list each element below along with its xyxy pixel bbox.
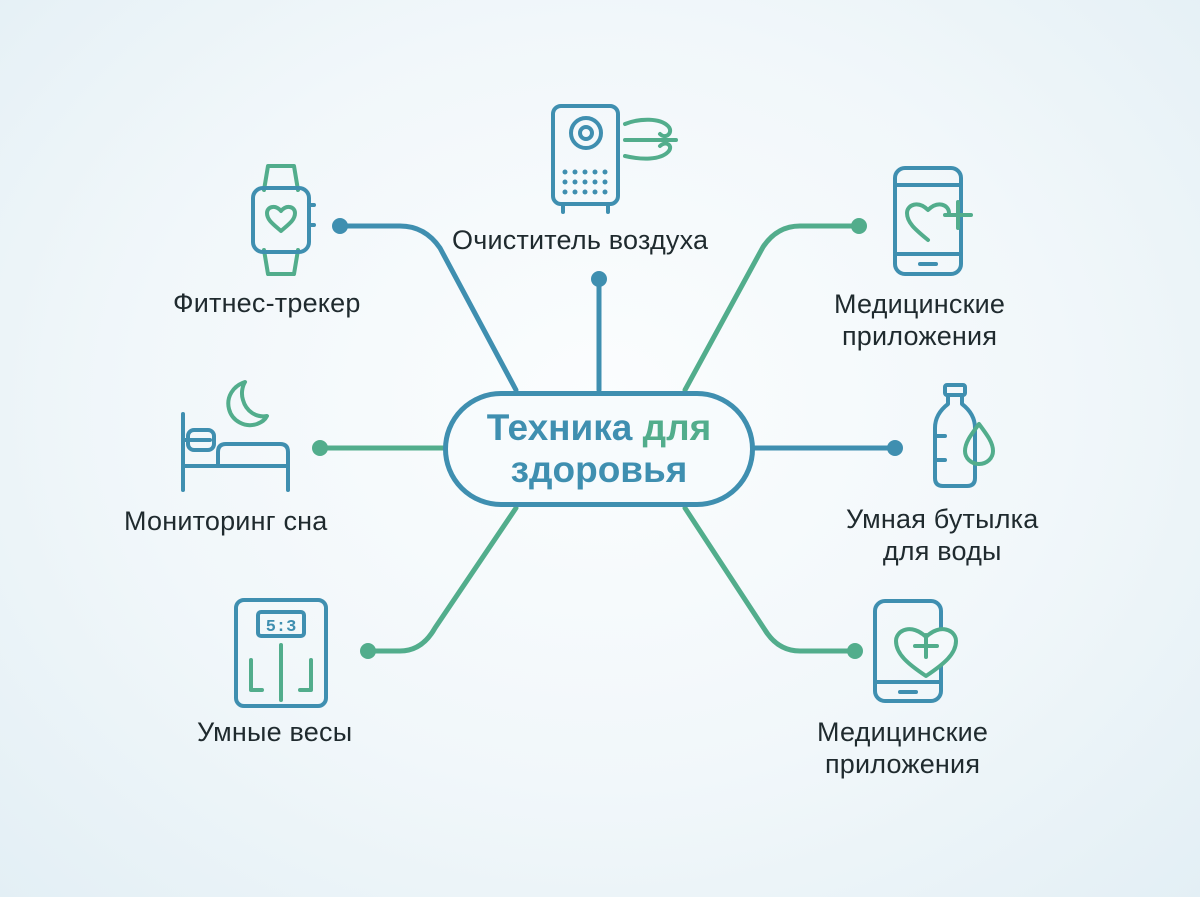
label-sleep-monitoring: Мониторинг сна [124, 506, 328, 536]
label-medical-apps-bottom: Медицинские приложения [817, 717, 989, 779]
connector-dot-sleep [312, 440, 328, 456]
air-purifier-icon [551, 104, 678, 214]
connector-dot-medical-top [851, 218, 867, 234]
phone-heart-cross-icon [873, 599, 958, 703]
bed-moon-icon [181, 380, 290, 492]
connector-medical-apps-top [682, 223, 862, 393]
connector-scales [365, 505, 519, 654]
scale-display-readout: 5:3 [266, 618, 297, 637]
smartwatch-heart-icon [251, 164, 316, 276]
smart-scale-icon [234, 598, 328, 708]
center-title-word-1: Техника [486, 407, 633, 448]
label-smart-scales: Умные весы [197, 717, 353, 747]
label-fitness-tracker: Фитнес-трекер [173, 288, 361, 318]
label-smart-bottle: Умная бутылка для воды [846, 504, 1039, 566]
center-topic-node: Техника для здоровья [443, 391, 755, 507]
connector-medical-apps-bottom [682, 505, 858, 654]
phone-heart-plus-icon [893, 166, 973, 276]
label-medical-apps-top: Медицинские приложения [834, 289, 1006, 351]
center-title-line-2: здоровья [510, 449, 688, 490]
water-bottle-drop-icon [933, 383, 995, 488]
center-title-word-2: для [642, 407, 712, 448]
connector-dot-medical-bottom [847, 643, 863, 659]
connector-dot-bottle [887, 440, 903, 456]
connector-dot-purifier [591, 271, 607, 287]
connector-fitness-tracker [337, 223, 519, 393]
label-air-purifier: Очиститель воздуха [452, 225, 709, 255]
connector-dot-fitness [332, 218, 348, 234]
connector-dot-scales [360, 643, 376, 659]
center-title-line-1: Техника для [487, 407, 712, 449]
